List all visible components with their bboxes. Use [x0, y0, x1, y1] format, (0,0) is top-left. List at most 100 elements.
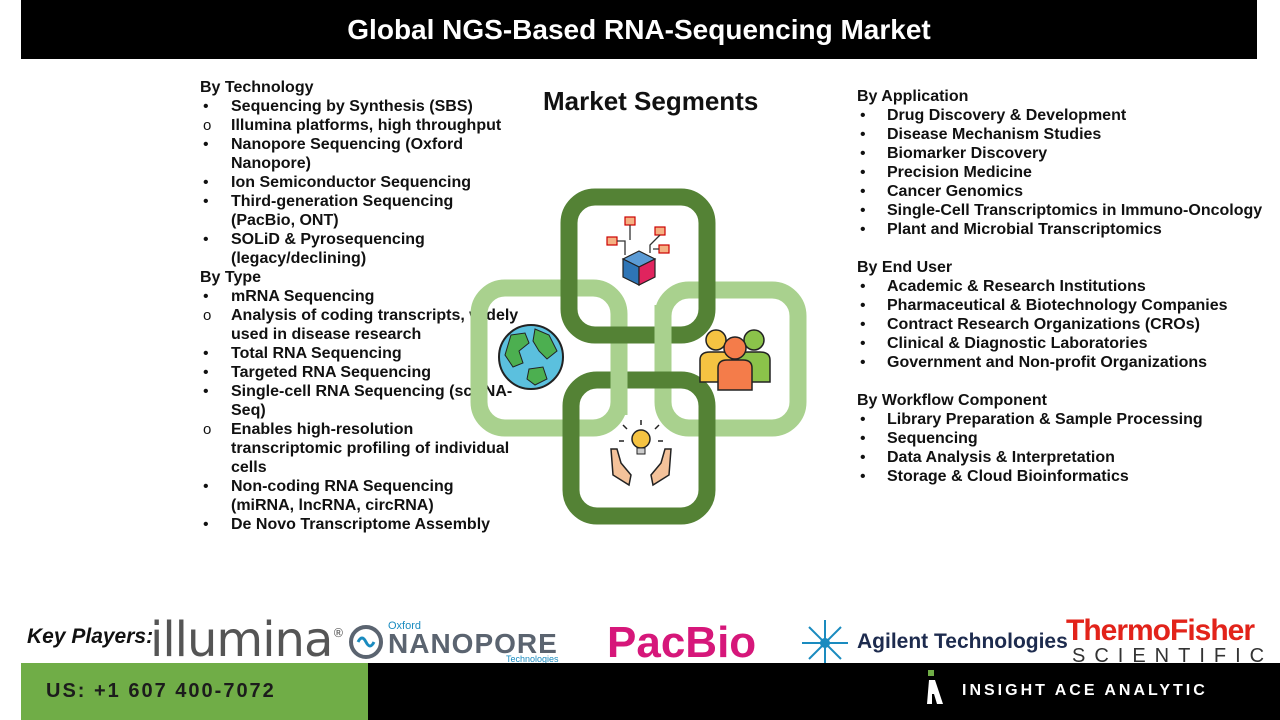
list-item-text: Cancer Genomics [887, 183, 1024, 200]
key-players-label: Key Players: [27, 625, 154, 648]
bullet-icon: • [860, 354, 866, 371]
list-item: • Total RNA Sequencing [200, 344, 520, 363]
list-item: • Cancer Genomics [857, 182, 1277, 201]
list-item-text: Disease Mechanism Studies [887, 126, 1102, 143]
by-workflow-list: •Library Preparation & Sample Processing… [857, 410, 1277, 486]
bullet-icon: • [860, 316, 866, 333]
list-item: •Library Preparation & Sample Processing [857, 410, 1277, 429]
list-item: • Clinical & Diagnostic Laboratories [857, 334, 1277, 353]
bullet-icon: • [860, 335, 866, 352]
list-item-text: Precision Medicine [887, 164, 1032, 181]
people-group-icon [699, 329, 771, 391]
bullet-icon: • [203, 98, 209, 115]
bullet-icon: • [203, 345, 209, 362]
list-item: • Nanopore Sequencing (Oxford Nanopore) [200, 135, 520, 173]
list-item: • Disease Mechanism Studies [857, 125, 1277, 144]
bullet-icon: • [203, 516, 209, 533]
pacbio-logo: PacBio [607, 618, 757, 667]
by-application-group: By Application •Drug Discovery & Develop… [857, 87, 1277, 239]
list-item-text: De Novo Transcriptome Assembly [231, 516, 491, 533]
by-technology-heading: By Technology [200, 79, 314, 96]
top-frame [560, 188, 716, 344]
list-item-text: Nanopore Sequencing (Oxford Nanopore) [231, 136, 464, 172]
list-item: • Pharmaceutical & Biotechnology Companie… [857, 296, 1277, 315]
list-item-text: Academic & Research Institutions [887, 278, 1146, 295]
list-item: •Drug Discovery & Development [857, 106, 1277, 125]
list-item: •mRNA Sequencing [200, 287, 520, 306]
list-item-text: Ion Semiconductor Sequencing [231, 174, 472, 191]
globe-icon [498, 324, 564, 390]
footer-brand: INSIGHT ACE ANALYTIC [962, 682, 1208, 699]
bullet-icon: • [860, 468, 866, 485]
list-item: • Targeted RNA Sequencing [200, 363, 520, 382]
nanopore-tech-text: Technologies [506, 654, 559, 664]
bullet-icon: • [860, 202, 866, 219]
bullet-icon: • [860, 430, 866, 447]
by-application-heading: By Application [857, 88, 969, 105]
by-end-user-group: By End User •Academic & Research Institu… [857, 258, 1277, 372]
nanopore-logo: Oxford NANOPORE Technologies [348, 620, 578, 665]
list-item: •Third-generation Sequencing (PacBio, ON… [200, 192, 520, 230]
list-item: •Sequencing [857, 429, 1277, 448]
market-segments-title: Market Segments [543, 86, 759, 116]
by-end-user-list: •Academic & Research Institutions•Pharma… [857, 277, 1277, 372]
list-item: • Storage & Cloud Bioinformatics [857, 467, 1277, 486]
thermofisher-bottom-text: SCIENTIFIC [1072, 645, 1274, 667]
bullet-icon: • [203, 288, 209, 305]
bullet-icon: • [203, 364, 209, 381]
list-item-text: Total RNA Sequencing [231, 345, 402, 362]
thermofisher-top-text: ThermoFisher [1066, 614, 1255, 647]
sub-bullet-icon: o [203, 421, 212, 438]
nanopore-main-text: NANOPORE [388, 628, 558, 659]
network-cube-icon [606, 216, 670, 286]
list-item: •Single-cell RNA Sequencing (scRNA-Seq) [200, 382, 520, 420]
left-segments: By Technology • Sequencing by Synthesis (… [200, 78, 520, 534]
by-workflow-group: By Workflow Component •Library Preparati… [857, 391, 1277, 486]
list-item: •Single-Cell Transcriptomics in Immuno-O… [857, 201, 1277, 220]
list-item-text: Non-coding RNA Sequencing (miRNA, lncRNA… [231, 478, 454, 514]
bullet-icon: • [203, 136, 209, 153]
by-type-heading: By Type [200, 269, 262, 286]
by-workflow-heading: By Workflow Component [857, 392, 1047, 409]
list-item: •Academic & Research Institutions [857, 277, 1277, 296]
list-item-text: Storage & Cloud Bioinformatics [887, 468, 1129, 485]
list-item-text: Clinical & Diagnostic Laboratories [887, 335, 1148, 352]
list-item-text: Sequencing by Synthesis (SBS) [231, 98, 473, 115]
list-item-text: Contract Research Organizations (CROs) [887, 316, 1200, 333]
by-application-list: •Drug Discovery & Development•Disease Me… [857, 106, 1277, 239]
nanopore-oxford-text: Oxford [388, 620, 422, 632]
bullet-icon: • [860, 297, 866, 314]
list-item: • De Novo Transcriptome Assembly [200, 515, 520, 534]
bullet-icon: • [860, 411, 866, 428]
by-end-user-heading: By End User [857, 259, 953, 276]
bullet-icon: • [203, 383, 209, 400]
segments-diagram [470, 188, 807, 525]
list-item-text: Targeted RNA Sequencing [231, 364, 432, 381]
bullet-icon: • [203, 174, 209, 191]
list-item-text: Data Analysis & Interpretation [887, 449, 1115, 466]
list-item-text: Plant and Microbial Transcriptomics [887, 221, 1162, 238]
list-item: •Precision Medicine [857, 163, 1277, 182]
list-item-text: Pharmaceutical & Biotechnology Companies [887, 297, 1228, 314]
bullet-icon: • [203, 478, 209, 495]
nanopore-mark-icon [349, 625, 383, 659]
title-bar: Global NGS-Based RNA-Sequencing Market [21, 0, 1257, 59]
list-item-text: Government and Non-profit Organizations [887, 354, 1208, 371]
registered-mark: ® [332, 626, 344, 640]
bullet-icon: • [203, 231, 209, 248]
list-item: • Non-coding RNA Sequencing (miRNA, lncRN… [200, 477, 520, 515]
bullet-icon: • [860, 126, 866, 143]
sub-bullet-icon: o [203, 307, 212, 324]
footer-phone: US: +1 607 400-7072 [21, 663, 368, 720]
agilent-spark-icon [802, 620, 848, 666]
list-item: •Biomarker Discovery [857, 144, 1277, 163]
bullet-icon: • [860, 183, 866, 200]
footer-bar [368, 663, 1280, 720]
brand-logo-icon [927, 670, 943, 704]
list-item-text: Drug Discovery & Development [887, 107, 1127, 124]
list-item: • Contract Research Organizations (CROs) [857, 315, 1277, 334]
bullet-icon: • [860, 449, 866, 466]
